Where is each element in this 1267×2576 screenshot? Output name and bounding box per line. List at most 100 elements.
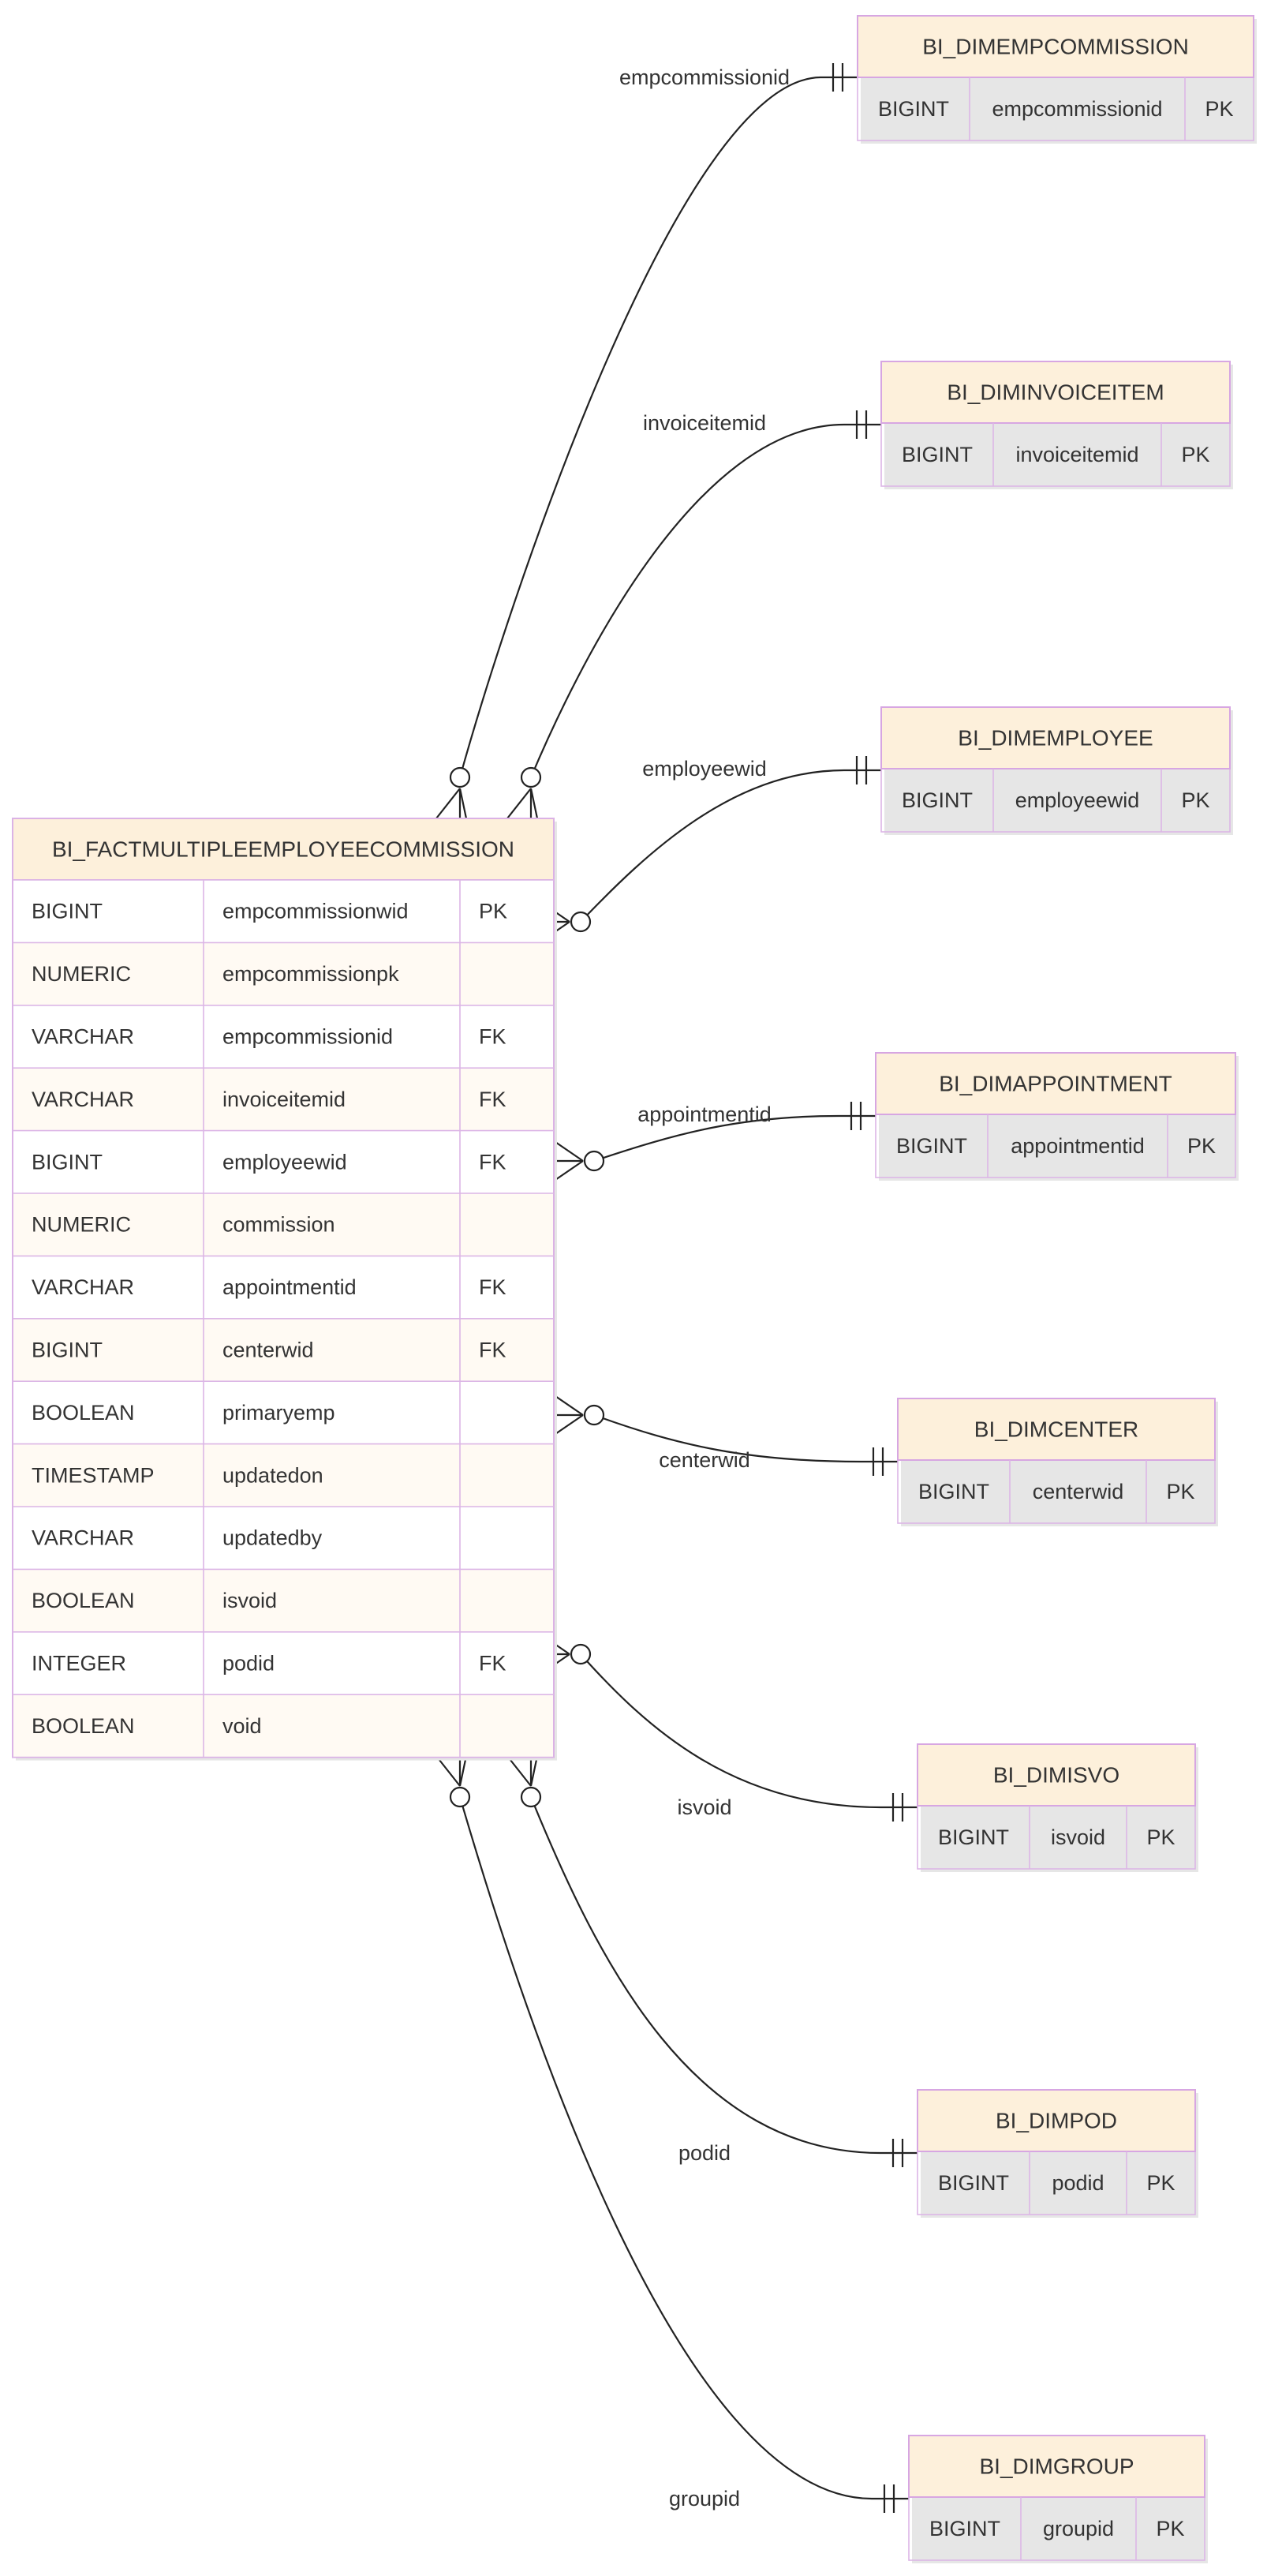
relationship: employeewid: [539, 756, 881, 943]
column-type: BIGINT: [32, 1339, 103, 1362]
column-type: NUMERIC: [32, 1213, 131, 1237]
column-name: isvoid: [1051, 1825, 1105, 1849]
column-key: PK: [1187, 1134, 1216, 1158]
dimension-table-title: BI_DIMEMPLOYEE: [958, 726, 1153, 751]
column-name: appointmentid: [1011, 1134, 1145, 1158]
column-key: FK: [479, 1150, 506, 1174]
exactly-one-marker: [832, 63, 844, 92]
dimension-table-title: BI_DIMCENTER: [974, 1417, 1138, 1442]
column-key: PK: [479, 900, 507, 923]
crows-foot-marker: [506, 766, 542, 819]
row-background: [13, 1068, 553, 1131]
crows-foot-prongs: [552, 1394, 584, 1436]
fact-table-header: [12, 818, 555, 881]
zero-circle: [570, 1643, 592, 1665]
column-type: BOOLEAN: [32, 1589, 135, 1612]
dimension-table-header: [908, 2435, 1205, 2498]
column-type: VARCHAR: [32, 1526, 134, 1550]
dimension-table-title: BI_DIMEMPCOMMISSION: [922, 35, 1189, 59]
column-key: PK: [1205, 97, 1233, 121]
dimension-table-title: BI_DIMISVO: [993, 1763, 1119, 1788]
column-type: VARCHAR: [32, 1275, 134, 1299]
column-type: NUMERIC: [32, 962, 131, 986]
column-name: podid: [1052, 2171, 1104, 2195]
column-type: BIGINT: [902, 788, 973, 812]
row-background: [13, 1694, 553, 1758]
zero-circle: [570, 911, 592, 933]
dimension-table-header: [917, 1743, 1196, 1807]
relationship-line: [458, 76, 858, 778]
column-type: BOOLEAN: [32, 1714, 135, 1738]
exactly-one-marker: [883, 2484, 895, 2513]
relationship-line: [593, 1114, 876, 1163]
relationship-line: [580, 769, 881, 923]
relationship-label: podid: [678, 2141, 731, 2165]
relationship-line: [529, 1796, 918, 2155]
column-type: BIGINT: [32, 900, 103, 923]
crows-foot-marker: [552, 1140, 605, 1182]
fact-table: BI_FACTMULTIPLEEMPLOYEECOMMISSION BIGINT e…: [12, 818, 557, 1761]
column-name: primaryemp: [222, 1401, 335, 1425]
relationship: appointmentid: [552, 1102, 876, 1182]
relationship-label: invoiceitemid: [643, 411, 766, 435]
dimension-table-header: [857, 15, 1254, 78]
crows-foot-prongs: [552, 1140, 584, 1182]
fact-table-border: [12, 818, 555, 1758]
column-type: VARCHAR: [32, 1025, 134, 1049]
dimension-table-title: BI_DIMPOD: [996, 2109, 1117, 2133]
zero-circle: [520, 766, 542, 788]
row-background: [13, 1507, 553, 1570]
row-background: [13, 1318, 553, 1382]
relationship: isvoid: [539, 1633, 918, 1822]
exactly-one-marker: [855, 756, 868, 784]
column-name: updatedby: [222, 1526, 323, 1550]
exactly-one-marker: [872, 1447, 884, 1476]
zero-circle: [449, 766, 471, 788]
relationship-label: appointmentid: [637, 1103, 772, 1126]
fact-table-title: BI_FACTMULTIPLEEMPLOYEECOMMISSION: [52, 837, 514, 862]
crows-foot-marker: [435, 766, 471, 819]
row-background: [13, 942, 553, 1005]
column-type: BIGINT: [32, 1150, 103, 1174]
relationship: centerwid: [552, 1394, 898, 1476]
fact-table-row: NUMERIC commission: [13, 1193, 554, 1256]
relationship-label: groupid: [669, 2487, 740, 2510]
dimension-table-title: BI_DIMAPPOINTMENT: [939, 1072, 1172, 1096]
relationship: invoiceitemid: [506, 410, 881, 819]
column-name: centerwid: [222, 1339, 314, 1362]
column-key: FK: [479, 1025, 506, 1049]
column-name: employeewid: [222, 1150, 347, 1174]
zero-circle: [583, 1404, 605, 1426]
row-background: [13, 1631, 553, 1695]
relationship-label: isvoid: [677, 1795, 731, 1819]
dimension-table-header: [917, 2089, 1196, 2152]
column-key: PK: [1181, 788, 1209, 812]
relationship-lines: empcommissionid invoiceitemid employeewid a…: [435, 63, 918, 2513]
column-type: INTEGER: [32, 1652, 126, 1676]
crows-foot-prongs: [506, 788, 539, 819]
column-name: empcommissionid: [222, 1025, 393, 1049]
column-type: BIGINT: [902, 443, 973, 466]
column-name: groupid: [1043, 2517, 1114, 2540]
zero-circle: [520, 1786, 542, 1808]
dimension-table-header: [880, 706, 1231, 769]
column-name: commission: [222, 1213, 335, 1237]
relationship-label: empcommissionid: [619, 66, 790, 89]
column-key: PK: [1181, 443, 1209, 466]
column-key: PK: [1146, 2171, 1175, 2195]
column-name: updatedon: [222, 1463, 323, 1487]
row-background: [13, 1130, 553, 1193]
